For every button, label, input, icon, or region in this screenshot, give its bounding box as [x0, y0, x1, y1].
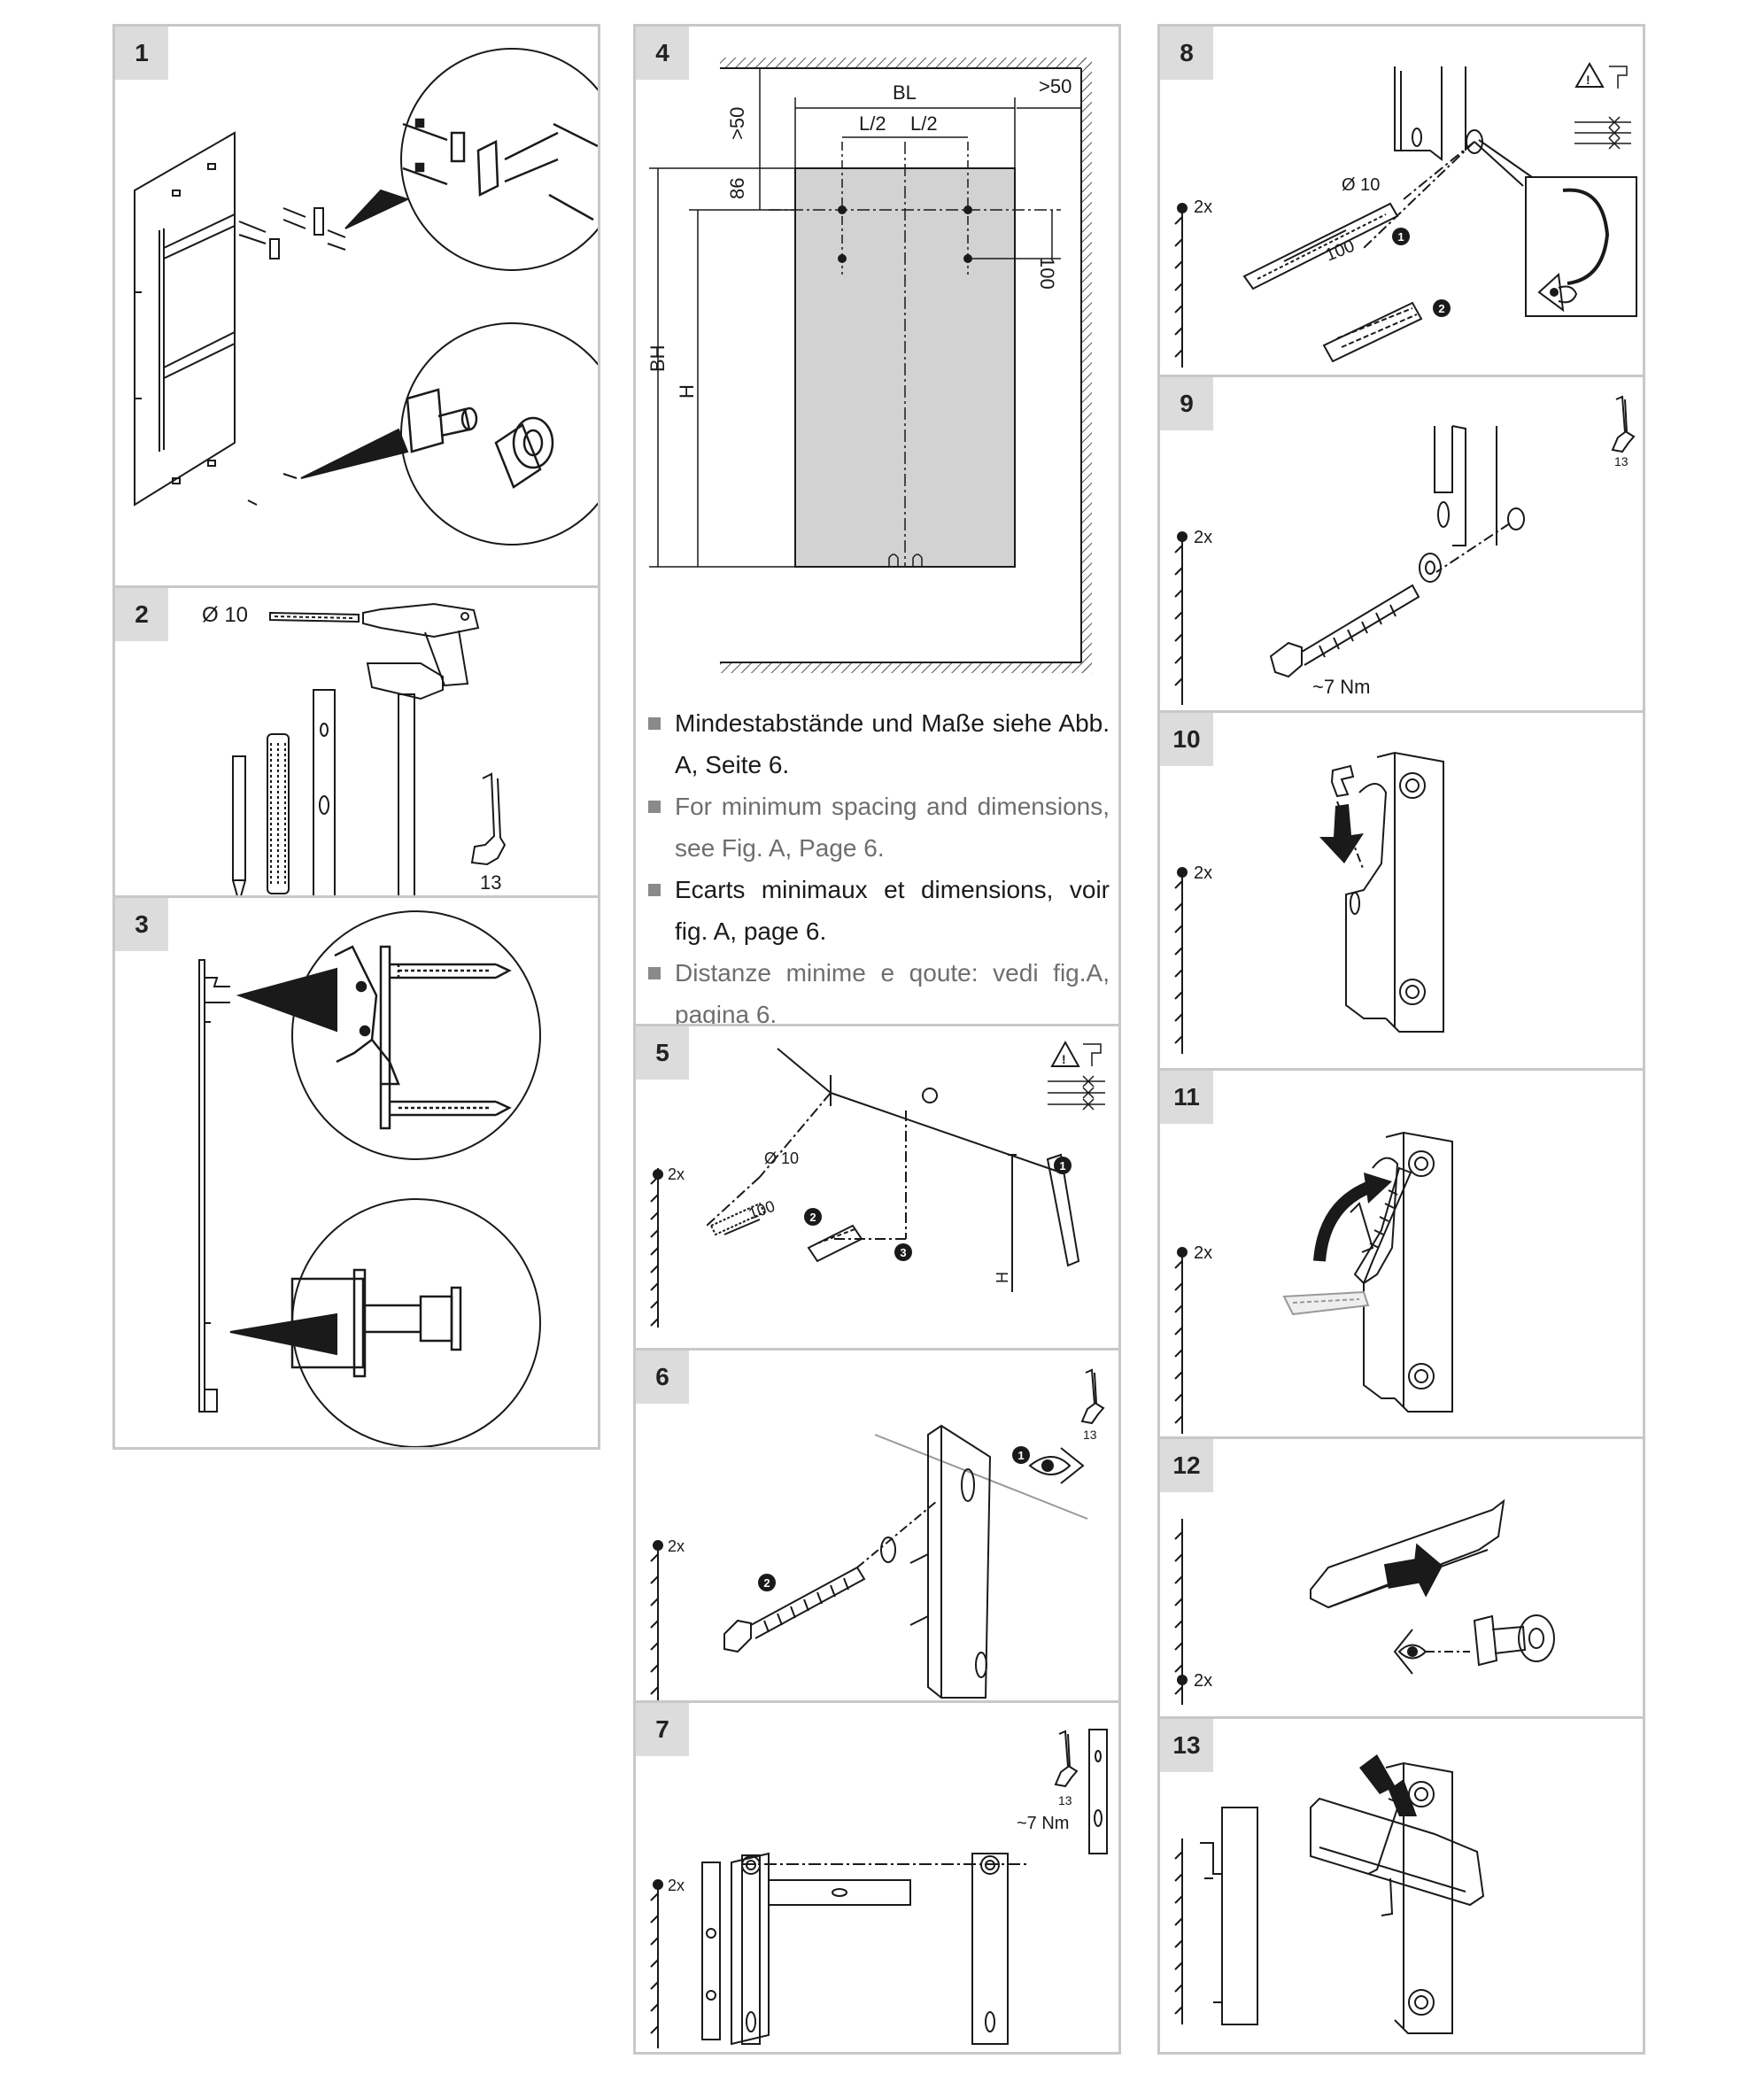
- note-fr: Ecarts minimaux et dimensions, voir fig.…: [648, 869, 1110, 952]
- count-label: 2x: [668, 1877, 685, 1894]
- drill-holes-illustration: 1 2 3 2x Ø 10 100 H !: [650, 1040, 1105, 1328]
- step-number: 11: [1160, 1071, 1213, 1124]
- wrench-size-label: 13: [1083, 1428, 1097, 1442]
- count-label: 2x: [1194, 1243, 1212, 1263]
- note-en: For minimum spacing and dimensions, see …: [648, 786, 1110, 869]
- step-marker-2: 2: [763, 1576, 770, 1590]
- step-number: 8: [1160, 27, 1213, 80]
- arrow-icon: [1319, 804, 1364, 863]
- minimum-spacing-diagram: BL >50 L/2 L/2 >50 86 100 BH H: [646, 58, 1092, 673]
- svg-text:!: !: [1586, 73, 1590, 87]
- step-panel-6: 6: [633, 1348, 1121, 1704]
- step-panel-4: 4: [633, 24, 1121, 1027]
- wrench-size-label: 13: [1614, 454, 1629, 468]
- depth-label: 100: [1323, 236, 1358, 266]
- drill-icon: [362, 602, 480, 687]
- step-number: 3: [115, 898, 168, 951]
- wrench-size-label: 13: [1058, 1793, 1072, 1807]
- step-number: 1: [115, 27, 168, 80]
- step-panel-8: 8: [1157, 24, 1645, 378]
- wrench-size-label: 13: [480, 871, 501, 894]
- arrow-icon: [1313, 1180, 1375, 1262]
- step-number: 13: [1160, 1719, 1213, 1772]
- no-cables-pipes-icon: [1574, 66, 1631, 150]
- no-cables-pipes-icon: [1048, 1043, 1105, 1111]
- count-label: 2x: [668, 1165, 685, 1183]
- step-number: 6: [636, 1351, 689, 1404]
- dim-bl-label: BL: [893, 81, 917, 104]
- hang-radiator-illustration: [1174, 1754, 1485, 2034]
- wrench-icon: [470, 772, 507, 866]
- step-marker-1: 1: [1397, 230, 1404, 244]
- step-panel-9: 9 2x ~7 Nm 1: [1157, 375, 1645, 714]
- spacing-notes: Mindestabstände und Maße siehe Abb. A, S…: [648, 702, 1110, 1025]
- step-number: 5: [636, 1026, 689, 1080]
- dim-height-label: H: [676, 384, 698, 399]
- step-marker-2: 2: [809, 1211, 816, 1224]
- note-it: Distanze minime e qoute: vedi fig.A, pag…: [648, 952, 1110, 1025]
- step-panel-1: 1: [112, 24, 600, 588]
- drill-diameter-label: Ø 10: [202, 603, 248, 627]
- step-panel-3: 3: [112, 895, 600, 1450]
- torque-label: ~7 Nm: [1017, 1814, 1069, 1833]
- wrench-icon: [1080, 1368, 1105, 1425]
- fix-bracket-illustration: 1 2 2x 13: [650, 1368, 1105, 1701]
- step-panel-13: 13: [1157, 1716, 1645, 2055]
- warning-icon: !: [1574, 61, 1605, 88]
- arrow-icon: [1383, 1543, 1443, 1598]
- pencil-icon: [232, 755, 246, 896]
- drill-diameter-label: Ø 10: [1342, 175, 1380, 195]
- level-brackets-illustration: 2x 13 ~7 Nm: [650, 1729, 1108, 2048]
- dim-half-left-label: L/2: [859, 112, 886, 135]
- step-panel-7: 7 2: [633, 1700, 1121, 2055]
- height-label: H: [994, 1272, 1011, 1283]
- torque-label: ~7 Nm: [1312, 676, 1370, 698]
- step-panel-12: 12 2x: [1157, 1436, 1645, 1720]
- tools-illustration: Ø 10: [202, 602, 507, 896]
- warning-icon: !: [1050, 1040, 1080, 1067]
- insert-clip-illustration: 2x: [1174, 751, 1444, 1054]
- count-label: 2x: [1194, 528, 1212, 547]
- step-number: 12: [1160, 1439, 1213, 1492]
- rotate-clip-illustration: 2x: [1174, 1131, 1453, 1434]
- drill-diameter-label: Ø 10: [764, 1150, 799, 1167]
- svg-text:!: !: [1062, 1052, 1066, 1066]
- dim-half-right-label: L/2: [910, 112, 938, 135]
- dim-bracket-top-label: 86: [726, 178, 748, 199]
- mounting-kit-illustration: [134, 48, 598, 546]
- note-de: Mindestabstände und Maße siehe Abb. A, S…: [648, 702, 1110, 786]
- step-number: 10: [1160, 713, 1213, 766]
- step-marker-1: 1: [1059, 1159, 1065, 1173]
- hammer-icon: [366, 662, 444, 896]
- depth-label: 100: [747, 1197, 778, 1223]
- screw-lower-bracket-illustration: 2x ~7 Nm 13: [1174, 395, 1636, 705]
- step-panel-10: 10 2x: [1157, 710, 1645, 1072]
- dim-hole-spacing-label: 100: [1036, 257, 1058, 290]
- radiator-bracket-detail-illustration: [198, 910, 541, 1447]
- dim-top-gap-label: >50: [726, 107, 748, 140]
- drill-bit-icon: [269, 611, 360, 623]
- step-number: 4: [636, 27, 689, 80]
- step-panel-5: 5: [633, 1024, 1121, 1351]
- dim-side-gap-label: >50: [1039, 75, 1072, 97]
- dim-total-height-label: BH: [646, 344, 669, 372]
- step-number: 9: [1160, 377, 1213, 430]
- count-label: 2x: [1194, 1671, 1212, 1691]
- step-marker-2: 2: [1438, 302, 1444, 315]
- step-panel-11: 11 2x: [1157, 1068, 1645, 1440]
- count-label: 2x: [668, 1537, 685, 1555]
- drill-lower-holes-illustration: 1 2 2x Ø 10 100 !: [1174, 61, 1637, 368]
- step-number: 2: [115, 588, 168, 641]
- arrow-icon: [1359, 1754, 1417, 1816]
- spirit-level-icon: [313, 689, 336, 896]
- step-number: 7: [636, 1703, 689, 1756]
- step-panel-2: 2 Ø 10: [112, 585, 600, 899]
- rasp-icon: [267, 733, 290, 894]
- count-label: 2x: [1194, 863, 1212, 883]
- step-marker-1: 1: [1017, 1449, 1024, 1462]
- count-label: 2x: [1194, 197, 1212, 217]
- step-marker-3: 3: [900, 1246, 906, 1259]
- insert-rail-illustration: 2x: [1174, 1498, 1555, 1705]
